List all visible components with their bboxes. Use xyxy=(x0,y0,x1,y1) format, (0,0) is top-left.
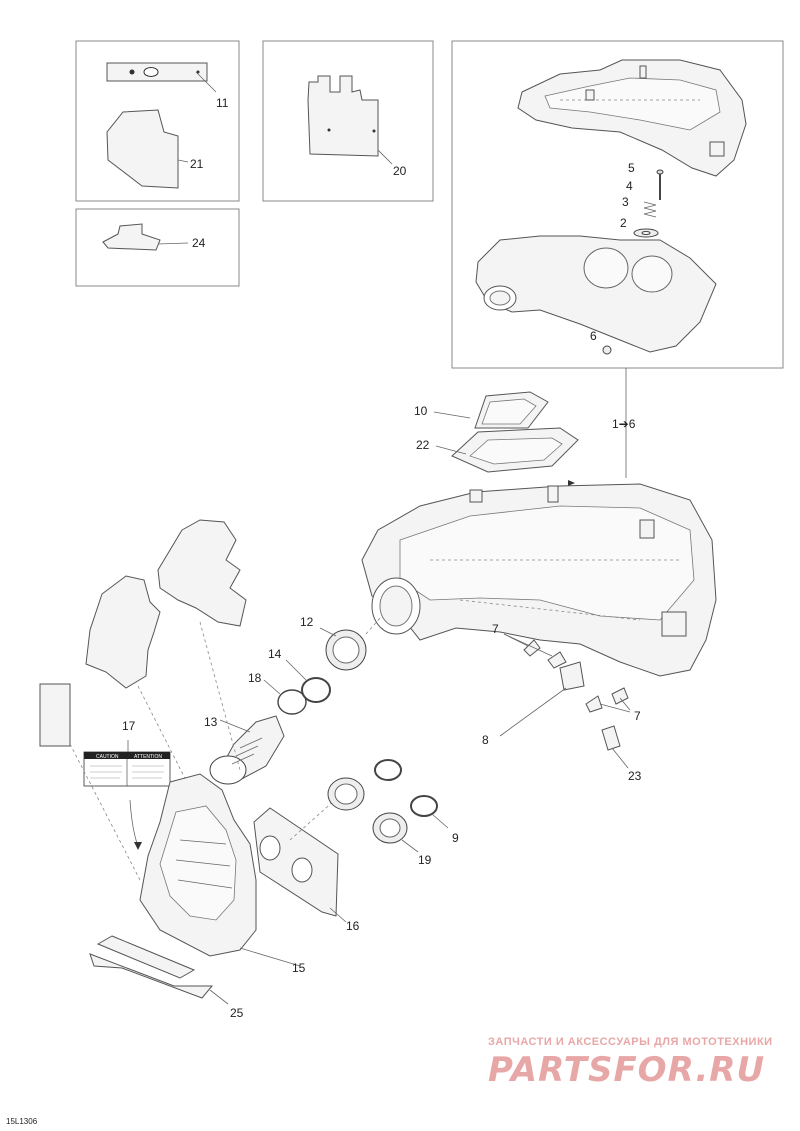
part-main-airbox xyxy=(361,483,717,677)
drawing-code: 15L1306 xyxy=(6,1117,38,1126)
part-6-nut xyxy=(602,345,612,355)
part-lower-foam-pad xyxy=(85,575,161,689)
part-20-foam-pad xyxy=(307,75,393,165)
watermark-subtitle: ЗАПЧАСТИ И АКСЕССУАРЫ ДЛЯ МОТОТЕХНИКИ xyxy=(488,1036,773,1048)
callout-25: 25 xyxy=(230,1006,244,1020)
callout-10: 10 xyxy=(414,404,428,418)
part-airbox-upper-half xyxy=(517,59,747,177)
callout-23: 23 xyxy=(628,769,642,783)
callout-11: 11 xyxy=(216,96,229,110)
part-14-clamp xyxy=(285,659,331,703)
part-airbox-lower-half xyxy=(475,235,717,353)
callout-18: 18 xyxy=(248,671,262,685)
part-2-washer xyxy=(633,228,659,238)
part-23-fitting xyxy=(601,725,629,769)
part-25-pads xyxy=(89,935,229,1005)
callout-16: 16 xyxy=(346,919,360,933)
part-16-silencer-plate xyxy=(253,791,347,923)
part-3-spring xyxy=(643,201,657,218)
callout-14: 14 xyxy=(268,647,282,661)
part-7-clip-lower xyxy=(585,687,631,713)
part-7-clip-upper xyxy=(503,633,567,669)
callout-15: 15 xyxy=(292,961,306,975)
callout-13: 13 xyxy=(204,715,218,729)
callout-1-to-6: 1➔6 xyxy=(612,417,636,431)
inset-frame-20 xyxy=(262,40,434,202)
callout-4: 4 xyxy=(626,179,633,193)
watermark-logo: PARTSFOR.RU xyxy=(488,1050,766,1090)
part-upper-foam-pad xyxy=(157,519,247,627)
part-21-foam-pad xyxy=(106,109,189,189)
callout-21: 21 xyxy=(190,157,204,171)
callout-17: 17 xyxy=(122,719,136,733)
label-attention-text: ATTENTION xyxy=(134,754,162,760)
part-12-adapter-ring xyxy=(319,617,381,671)
callout-8: 8 xyxy=(482,733,489,747)
part-19-couplers xyxy=(327,777,419,853)
callout-9: 9 xyxy=(452,831,459,845)
callout-7a: 7 xyxy=(492,622,499,636)
callout-2: 2 xyxy=(620,216,627,230)
callout-20: 20 xyxy=(393,164,407,178)
callout-7b: 7 xyxy=(634,709,641,723)
part-18-o-ring xyxy=(263,679,307,715)
part-24-pad xyxy=(102,223,189,251)
part-11-strip xyxy=(106,62,217,93)
callout-5: 5 xyxy=(628,161,635,175)
part-9-clamps xyxy=(374,759,449,829)
inset-frame-24 xyxy=(75,208,240,287)
callout-24: 24 xyxy=(192,236,206,250)
callout-12: 12 xyxy=(300,615,314,629)
part-5-screw xyxy=(656,169,664,200)
part-13-bellows-tube xyxy=(209,715,285,785)
callout-3: 3 xyxy=(622,195,629,209)
inset-frame-11-21 xyxy=(75,40,240,202)
part-22-filter-frame xyxy=(435,427,579,486)
part-10-air-filter xyxy=(433,391,549,429)
label-caution-text: CAUTION xyxy=(96,754,119,760)
part-8-bracket xyxy=(499,661,585,737)
inset-frame-1-6 xyxy=(451,40,784,369)
callout-22: 22 xyxy=(416,438,430,452)
part-17-warning-label xyxy=(83,740,171,787)
part-foam-block xyxy=(39,683,71,747)
callout-19: 19 xyxy=(418,853,432,867)
part-15-intake-silencer xyxy=(139,773,301,967)
callout-6: 6 xyxy=(590,329,597,343)
